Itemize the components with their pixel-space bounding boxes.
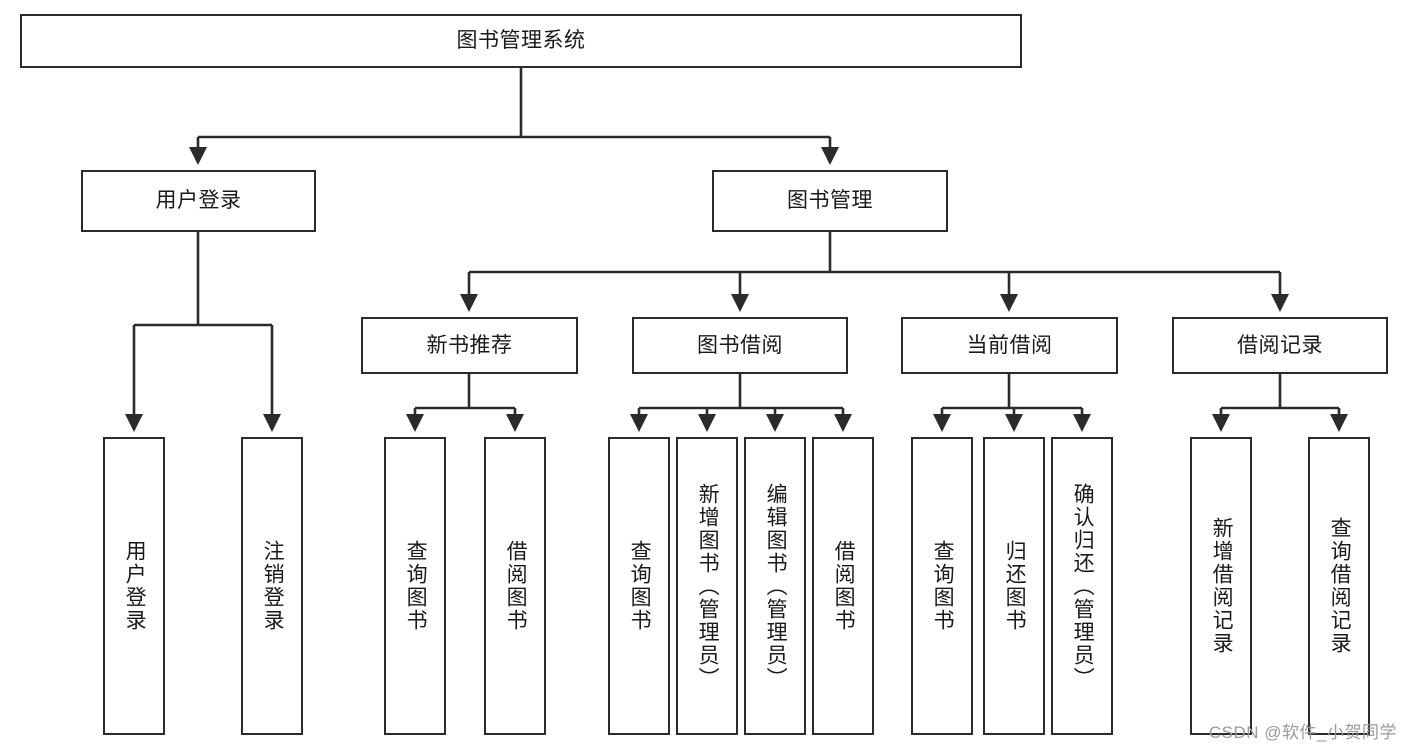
node-leaf-confirm-return[interactable]: 确认归还（管理员） — [1051, 437, 1113, 735]
node-leaf-edit-book-label: 编辑图书（管理员） — [764, 482, 788, 690]
csdn-watermark: CSDN @软件_小贺同学 — [1208, 723, 1397, 742]
node-new-book-rec-label: 新书推荐 — [426, 333, 513, 357]
node-book-borrow[interactable]: 图书借阅 — [632, 317, 848, 374]
node-leaf-query-book-b-label: 查询图书 — [628, 540, 652, 632]
node-current-borrow-label: 当前借阅 — [966, 333, 1053, 357]
node-leaf-add-record-label: 新增借阅记录 — [1210, 517, 1234, 655]
node-leaf-query-record-label: 查询借阅记录 — [1328, 517, 1352, 655]
node-leaf-borrow-book-rec-label: 借阅图书 — [504, 540, 528, 632]
node-user-login-label: 用户登录 — [155, 189, 242, 213]
node-leaf-add-record[interactable]: 新增借阅记录 — [1190, 437, 1252, 735]
node-new-book-rec[interactable]: 新书推荐 — [361, 317, 578, 374]
node-leaf-query-book-c-label: 查询图书 — [931, 540, 955, 632]
node-leaf-query-book-b[interactable]: 查询图书 — [608, 437, 670, 735]
node-borrow-record[interactable]: 借阅记录 — [1172, 317, 1388, 374]
node-book-manage[interactable]: 图书管理 — [712, 170, 948, 232]
node-book-borrow-label: 图书借阅 — [697, 333, 783, 357]
node-user-login[interactable]: 用户登录 — [81, 170, 316, 232]
node-leaf-add-book-label: 新增图书（管理员） — [696, 482, 720, 690]
node-leaf-query-book-rec-label: 查询图书 — [404, 540, 428, 632]
node-leaf-return-book[interactable]: 归还图书 — [983, 437, 1045, 735]
node-root-label: 图书管理系统 — [456, 29, 586, 53]
node-leaf-query-book-rec[interactable]: 查询图书 — [384, 437, 446, 735]
node-leaf-user-logout-label: 注销登录 — [261, 540, 285, 632]
node-leaf-edit-book[interactable]: 编辑图书（管理员） — [744, 437, 806, 735]
node-root[interactable]: 图书管理系统 — [20, 14, 1022, 68]
node-leaf-borrow-book-b[interactable]: 借阅图书 — [812, 437, 874, 735]
node-book-manage-label: 图书管理 — [787, 189, 873, 213]
node-leaf-borrow-book-rec[interactable]: 借阅图书 — [484, 437, 546, 735]
node-leaf-add-book[interactable]: 新增图书（管理员） — [676, 437, 738, 735]
node-leaf-user-logout[interactable]: 注销登录 — [241, 437, 303, 735]
node-leaf-query-book-c[interactable]: 查询图书 — [911, 437, 973, 735]
node-leaf-user-login[interactable]: 用户登录 — [103, 437, 165, 735]
node-leaf-user-login-label: 用户登录 — [123, 540, 147, 632]
node-leaf-return-book-label: 归还图书 — [1003, 540, 1027, 632]
node-borrow-record-label: 借阅记录 — [1237, 333, 1323, 357]
node-current-borrow[interactable]: 当前借阅 — [901, 317, 1118, 374]
node-leaf-query-record[interactable]: 查询借阅记录 — [1308, 437, 1370, 735]
node-leaf-borrow-book-b-label: 借阅图书 — [832, 540, 856, 632]
node-leaf-confirm-return-label: 确认归还（管理员） — [1071, 482, 1095, 690]
